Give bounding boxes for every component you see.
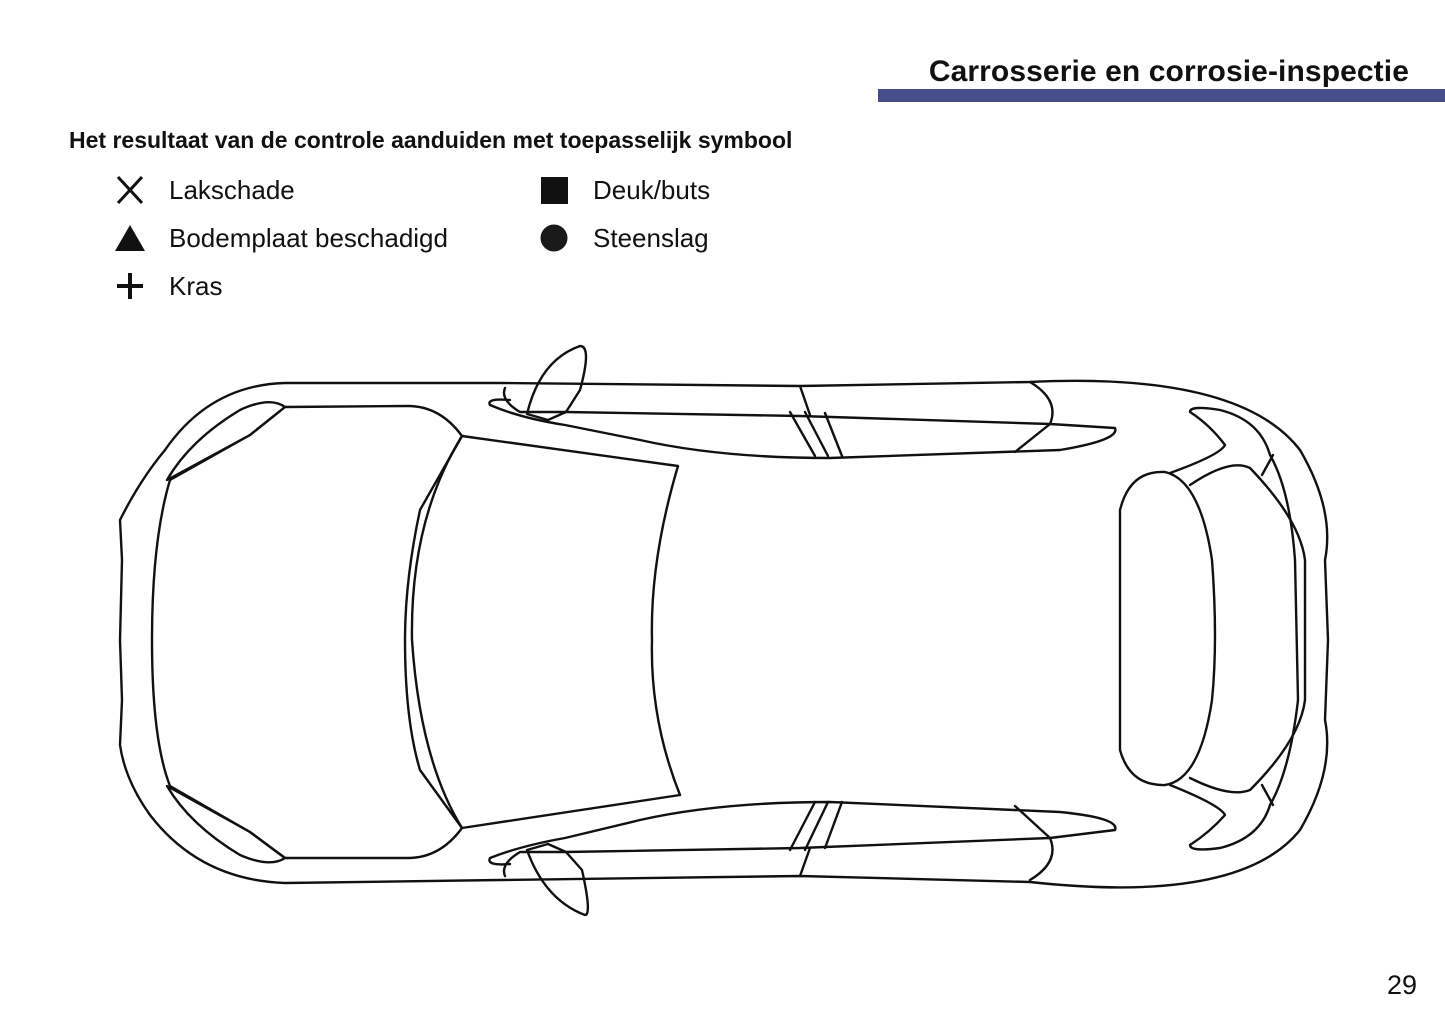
a-pillar-bottom: [788, 800, 844, 878]
square-icon: [536, 172, 572, 208]
title-underline-bar: [878, 89, 1445, 102]
legend-item-bodemplaat: Bodemplaat beschadigd: [112, 220, 448, 256]
circle-icon: [536, 220, 572, 256]
headlight-left: [165, 401, 287, 482]
legend-label: Bodemplaat beschadigd: [169, 222, 448, 253]
page-number: 29: [1386, 970, 1417, 1000]
car-hood: [150, 404, 464, 860]
door-line-bottom: [488, 800, 1117, 878]
legend-label: Steenslag: [593, 222, 709, 253]
c-pillar-bottom: [1013, 804, 1054, 882]
rear-pillar-lines: [1260, 453, 1275, 807]
legend-label: Lakschade: [169, 174, 295, 205]
symbol-legend: Lakschade Bodemplaat beschadigd Kras Deu…: [112, 170, 812, 310]
rear-window: [1118, 470, 1217, 787]
mirror-bottom: [525, 842, 590, 917]
car-body-outline: [118, 379, 1330, 889]
legend-item-steenslag: Steenslag: [536, 220, 709, 256]
legend-item-lakschade: Lakschade: [112, 172, 295, 208]
legend-label: Deuk/buts: [593, 174, 711, 205]
x-icon: [112, 172, 148, 208]
plus-icon: [112, 268, 148, 304]
legend-label: Kras: [169, 270, 223, 301]
mirror-top: [525, 344, 588, 422]
legend-item-kras: Kras: [112, 268, 222, 304]
c-pillar-top: [1013, 380, 1054, 454]
triangle-icon: [112, 220, 148, 256]
windshield: [410, 434, 682, 830]
a-pillar-top: [788, 384, 844, 458]
taillight-top: [1168, 406, 1300, 851]
instruction-text: Het resultaat van de controle aanduiden …: [69, 127, 793, 153]
rear-hatch: [1188, 464, 1307, 794]
page-title: Carrosserie en corrosie-inspectie: [928, 55, 1409, 88]
legend-item-deuk: Deuk/buts: [536, 172, 710, 208]
door-line-top: [488, 386, 1117, 460]
headlight-right: [165, 784, 287, 864]
